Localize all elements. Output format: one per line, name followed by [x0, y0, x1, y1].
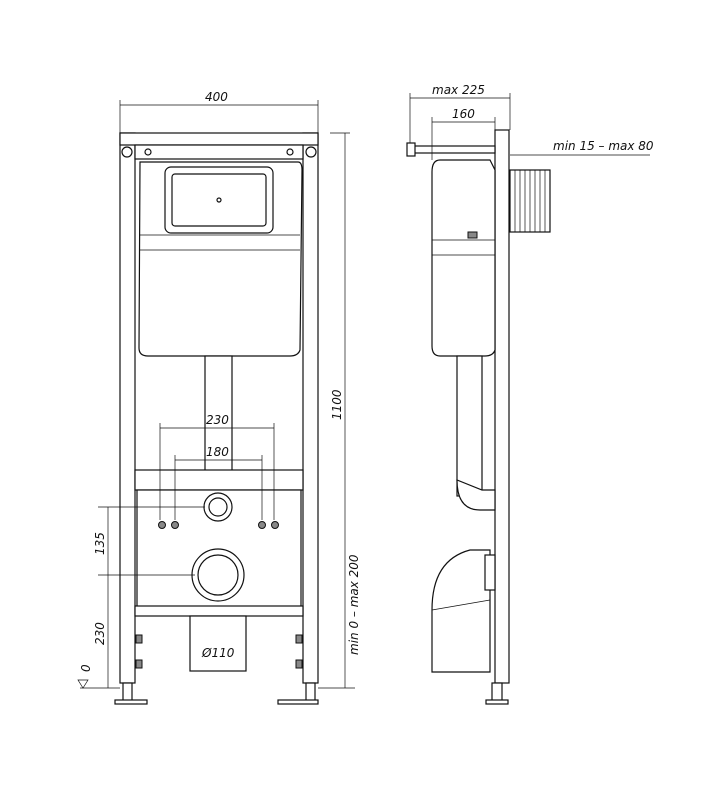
dim-outlet-spacing: 135: [93, 532, 107, 555]
bracket-end: [406, 142, 416, 157]
waste-outlet: [191, 548, 245, 602]
mounting-bolt: [158, 521, 166, 529]
foot-plate: [114, 699, 148, 705]
flush-plate: [164, 166, 274, 234]
top-bracket: [409, 145, 496, 154]
drain-pipe: [189, 615, 247, 672]
waste-outlet-inner: [197, 554, 239, 596]
side-flush-pipe: [456, 355, 483, 497]
floor-marker-icon: [77, 679, 89, 689]
top-bar: [119, 132, 319, 146]
flush-button-dot: [216, 197, 222, 203]
leg-clamp: [295, 634, 303, 644]
mounting-bolt: [271, 521, 279, 529]
mount-hole: [144, 148, 152, 156]
dim-width: 400: [205, 90, 228, 104]
dim-bolt-inner: 180: [206, 445, 229, 459]
left-post: [119, 132, 136, 684]
drain-seam: [431, 599, 491, 611]
flush-pipe: [204, 355, 233, 472]
foot-plate: [485, 699, 509, 705]
wall-post: [494, 129, 510, 684]
drain-connector: [484, 554, 496, 591]
flush-plate-inner: [171, 173, 267, 227]
cistern-clip: [467, 231, 478, 239]
mount-hole: [305, 146, 317, 158]
mount-hole: [286, 148, 294, 156]
dim-pipe: Ø110: [201, 646, 235, 660]
leg-clamp: [135, 634, 143, 644]
dim-depth-max: max 225: [432, 83, 485, 97]
side-view: max 225 160 min 15 – max 80: [406, 83, 654, 705]
dim-height: 1100: [330, 389, 344, 420]
adjustable-leg: [122, 682, 133, 702]
foot-plate: [277, 699, 319, 705]
right-post: [302, 132, 319, 684]
mount-hole: [121, 146, 133, 158]
leg-clamp: [135, 659, 143, 669]
flush-outlet: [203, 492, 233, 522]
mounting-bolt: [171, 521, 179, 529]
adjustable-leg: [491, 682, 503, 702]
dim-bolt-outer: 230: [206, 413, 229, 427]
dim-outlet-height: 230: [93, 622, 107, 645]
adjustable-leg: [305, 682, 316, 702]
side-drain-bend: [431, 549, 491, 673]
side-cistern: [431, 159, 496, 357]
flush-pipe-bend: [456, 479, 496, 511]
dim-wall-offset: min 15 – max 80: [553, 139, 654, 153]
dim-leg-adjust: min 0 – max 200: [347, 554, 361, 655]
flush-outlet-inner: [208, 497, 228, 517]
top-rail: [134, 144, 304, 160]
dim-depth: 160: [452, 107, 475, 121]
mounting-bolt: [258, 521, 266, 529]
leg-clamp: [295, 659, 303, 669]
dim-floor: 0: [79, 664, 93, 672]
front-view: 400 1100 min 0 – max 200 230 180 135 230…: [77, 90, 361, 705]
bottom-bar: [134, 605, 304, 617]
